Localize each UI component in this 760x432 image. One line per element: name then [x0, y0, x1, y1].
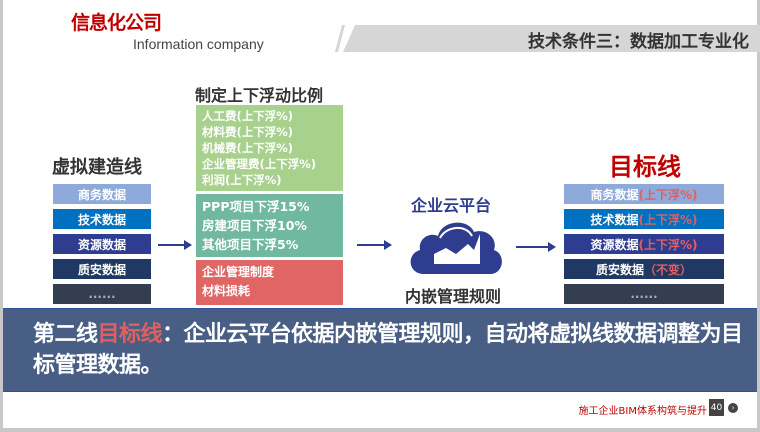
caption-prefix: 第二线 — [33, 322, 98, 347]
caption-overlay: 第二线目标线：企业云平台依据内嵌管理规则，自动将虚拟线数据调整为目标管理数据。 — [3, 308, 757, 392]
list-item: 房建项目下浮10% — [202, 218, 307, 233]
item-label: 商务数据 — [590, 187, 639, 202]
left-item: 技术数据 — [52, 208, 152, 230]
caption-text: 第二线目标线：企业云平台依据内嵌管理规则，自动将虚拟线数据调整为目标管理数据。 — [33, 319, 743, 381]
list-item: 材料费(上下浮%) — [202, 125, 294, 139]
list-item: 机械费(上下浮%) — [202, 141, 294, 155]
virtual-line-heading: 虚拟建造线 — [52, 157, 142, 178]
right-item: ...... — [563, 283, 725, 305]
left-item: 商务数据 — [52, 183, 152, 205]
project-list: PPP项目下浮15% 房建项目下浮10% 其他项目下浮5% — [196, 194, 343, 257]
company-subtitle: Information company — [133, 36, 264, 52]
right-item: 质安数据（不变） — [563, 258, 725, 280]
list-item: 其他项目下浮5% — [202, 237, 299, 252]
arrow-icon — [158, 240, 192, 250]
list-item: 利润(上下浮%) — [202, 173, 282, 187]
right-item: 资源数据(上下浮%) — [563, 233, 725, 255]
left-item: ...... — [52, 283, 152, 305]
rule-list: 企业管理制度 材料损耗 — [196, 260, 343, 305]
cost-list: 人工费(上下浮%) 材料费(上下浮%) 机械费(上下浮%) 企业管理费(上下浮%… — [196, 105, 343, 191]
right-item: 技术数据(上下浮%) — [563, 208, 725, 230]
arrow-icon — [516, 242, 556, 252]
item-note: (上下浮%) — [638, 187, 698, 202]
cloud-platform-label: 企业云平台 — [411, 196, 492, 215]
item-label: 技术数据 — [590, 212, 639, 227]
cloud-chart-icon — [410, 222, 502, 274]
ratio-heading: 制定上下浮动比例 — [195, 86, 324, 105]
list-item: 企业管理制度 — [202, 265, 275, 279]
left-item: 资源数据 — [52, 233, 152, 255]
caption-rest: ：企业云平台依据内嵌管理规则，自动将虚拟线数据调整为目标管理数据。 — [33, 322, 743, 378]
list-item: 企业管理费(上下浮%) — [202, 157, 317, 171]
page-number: 40 — [709, 399, 724, 416]
next-arrow-icon[interactable]: › — [728, 403, 738, 413]
item-note: (上下浮%) — [638, 212, 698, 227]
item-label: ...... — [630, 287, 658, 301]
slide: 信息化公司 Information company 技术条件三：数据加工专业化 … — [3, 0, 760, 428]
left-item: 质安数据 — [52, 258, 152, 280]
caption-highlight: 目标线 — [97, 322, 163, 347]
item-note: （不变） — [644, 262, 693, 277]
list-item: 材料损耗 — [202, 284, 251, 298]
item-label: 资源数据 — [590, 237, 639, 252]
title-band-stripe — [335, 25, 345, 52]
list-item: 人工费(上下浮%) — [202, 109, 294, 123]
item-label: 质安数据 — [595, 262, 644, 277]
title-band — [343, 25, 760, 52]
arrow-icon — [357, 240, 392, 250]
right-item: 商务数据(上下浮%) — [563, 183, 725, 205]
page-title: 技术条件三：数据加工专业化 — [528, 32, 749, 52]
company-logo: 信息化公司 — [71, 12, 162, 34]
footer-text: 施工企业BIM体系构筑与提升 — [578, 406, 707, 417]
target-line-heading: 目标线 — [609, 153, 681, 181]
item-note: (上下浮%) — [638, 237, 698, 252]
embedded-rules-label: 内嵌管理规则 — [405, 287, 502, 306]
list-item: PPP项目下浮15% — [202, 199, 310, 214]
